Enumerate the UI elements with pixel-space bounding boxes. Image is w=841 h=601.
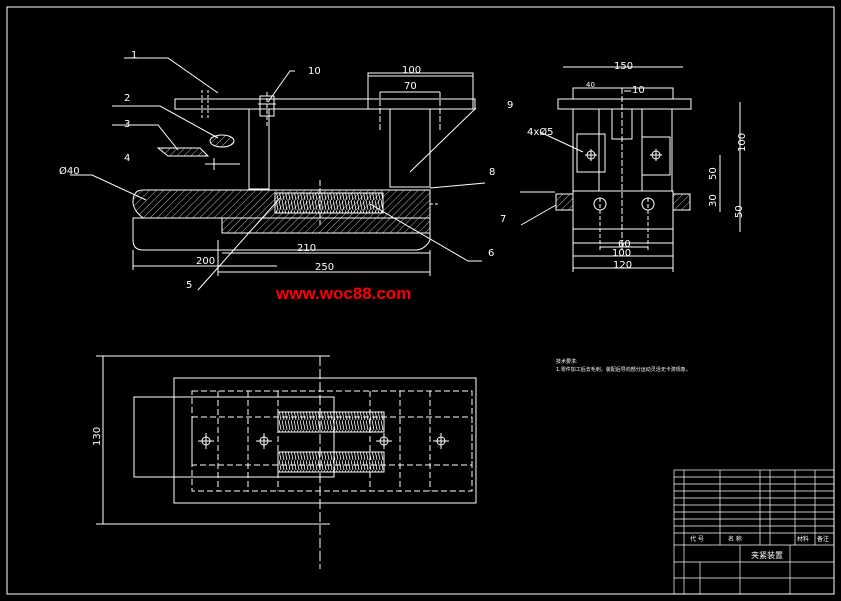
dim-front-d40: Ø40: [59, 165, 80, 177]
front-view-dimensions: 100 70 210 200 250 Ø40: [59, 65, 421, 273]
col-material-header: 材料: [797, 535, 809, 543]
spring: [274, 192, 384, 214]
side-clamp-left: [576, 133, 606, 173]
callout-1: 1: [131, 50, 137, 61]
top-view: [96, 355, 477, 569]
side-view: [520, 66, 741, 272]
side-body: [572, 190, 674, 230]
dim-side-h50b: 50: [734, 205, 745, 218]
clamp-jaw: [209, 134, 235, 148]
side-view-dimensions: 150 40 10 4xØ5 100 50 30 50 60 100 120: [527, 61, 748, 271]
spring-top-b: [277, 451, 385, 473]
callout-6: 6: [488, 248, 494, 259]
callout-2: 2: [124, 93, 130, 104]
title-block: [673, 469, 835, 595]
technical-notes: 技术要求: 1.零件加工后去毛刺，装配后导向部分运动灵活无卡滞现象。: [556, 358, 691, 373]
callout-4: 4: [124, 153, 130, 164]
watermark: www.woc88.com: [275, 284, 411, 303]
dim-side-h100: 100: [737, 133, 748, 152]
callout-7: 7: [500, 214, 506, 225]
col-remark-header: 备注: [817, 535, 829, 543]
base-plate: [132, 217, 431, 251]
title-block-text: 代 号 名 称 材料 备注 夹紧装置: [690, 535, 829, 560]
drawing-border: [6, 6, 835, 595]
dim-side-holes: 4xØ5: [527, 126, 554, 138]
dim-front-200: 200: [196, 256, 215, 267]
top-plate: [174, 98, 476, 110]
guide-column: [367, 72, 474, 110]
dim-front-210: 210: [297, 243, 316, 254]
drawing-name: 夹紧装置: [751, 550, 783, 560]
dim-top-130: 130: [92, 427, 103, 446]
dim-side-120: 120: [613, 260, 632, 271]
dim-side-60: 60: [618, 239, 631, 250]
spring-top-a: [277, 411, 385, 433]
dim-side-10: 10: [632, 85, 645, 96]
dim-side-h30: 30: [708, 194, 719, 207]
callout-10: 10: [308, 66, 321, 77]
dim-side-150: 150: [614, 61, 633, 72]
dim-front-250: 250: [315, 262, 334, 273]
front-view: [70, 57, 486, 291]
dim-front-100: 100: [402, 65, 421, 76]
callout-9: 9: [507, 100, 513, 111]
clamp-lever: [156, 147, 210, 157]
notes-title: 技术要求:: [556, 358, 578, 365]
top-view-outline: [173, 377, 477, 504]
callout-8: 8: [489, 167, 495, 178]
left-support: [248, 108, 270, 190]
notes-line-1: 1.零件加工后去毛刺，装配后导向部分运动灵活无卡滞现象。: [556, 366, 691, 373]
col-name-header: 名 称: [728, 535, 742, 543]
dim-side-h50: 50: [708, 167, 719, 180]
callout-5: 5: [186, 280, 192, 291]
dim-side-40: 40: [586, 81, 595, 89]
dim-side-100: 100: [612, 248, 631, 259]
callout-3: 3: [124, 119, 130, 130]
side-clamp-right: [641, 136, 671, 176]
side-top-plate: [557, 98, 692, 110]
callout-labels: 1 2 3 4 5 6 7 8 9 10: [124, 50, 513, 291]
col-code-header: 代 号: [690, 535, 704, 543]
dim-front-70: 70: [404, 81, 417, 92]
